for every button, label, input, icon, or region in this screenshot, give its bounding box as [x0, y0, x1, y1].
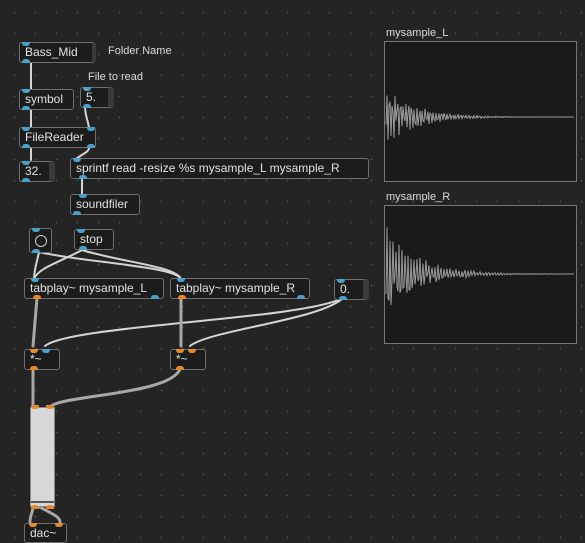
dac-object[interactable]: dac~ [24, 523, 67, 543]
inlet[interactable] [29, 523, 37, 527]
inlet[interactable] [31, 405, 39, 409]
gain-number-box[interactable]: 0. [334, 279, 369, 300]
inlet[interactable] [22, 89, 30, 93]
outlet[interactable] [83, 104, 91, 108]
folder-name-comment: Folder Name [108, 45, 172, 57]
cord-stop-tabplayL [33, 249, 83, 280]
outlet[interactable] [22, 178, 30, 182]
inlet[interactable] [177, 278, 185, 282]
inlet[interactable] [83, 87, 91, 91]
sprintf-text: sprintf read -resize %s mysample_L mysam… [76, 161, 340, 175]
inlet[interactable] [188, 349, 196, 353]
file-to-read-comment: File to read [88, 71, 144, 83]
filereader-text: FileReader [25, 130, 84, 144]
cord-slider-dac-l [28, 505, 35, 524]
array-right-title: mysample_R [386, 191, 451, 203]
sprintf-object[interactable]: sprintf read -resize %s mysample_L mysam… [70, 158, 369, 179]
count-number-text: 32. [25, 164, 42, 178]
outlet[interactable] [22, 59, 30, 63]
outlet[interactable] [79, 175, 87, 179]
outlet[interactable] [297, 295, 305, 299]
array-left-title: mysample_L [386, 27, 449, 39]
mult-left-object[interactable]: *~ [24, 349, 60, 370]
inlet[interactable] [73, 158, 81, 162]
cord-stop-tabplayR [81, 249, 182, 280]
inlet[interactable] [42, 349, 50, 353]
tabplay-right-text: tabplay~ mysample_R [176, 281, 296, 295]
outlet[interactable] [178, 295, 186, 299]
inlet[interactable] [176, 349, 184, 353]
array-right-waveform [385, 227, 575, 306]
cord-bang-tabplayL [33, 251, 40, 280]
outlet[interactable] [22, 144, 30, 148]
outlet[interactable] [79, 246, 87, 250]
bass-mid-text: Bass_Mid [25, 45, 78, 59]
inlet[interactable] [22, 127, 30, 131]
outlet[interactable] [87, 144, 95, 148]
filereader-object[interactable]: FileReader [19, 127, 96, 148]
tabplay-right-object[interactable]: tabplay~ mysample_R [170, 278, 310, 299]
cord-tabplayL-multL [31, 296, 39, 348]
outlet[interactable] [32, 249, 40, 253]
symbol-object[interactable]: symbol [19, 89, 74, 110]
inlet[interactable] [22, 161, 30, 165]
outlet[interactable] [46, 505, 54, 509]
soundfiler-text: soundfiler [76, 197, 129, 211]
inlet[interactable] [77, 229, 85, 233]
bang-circle-icon [35, 235, 47, 247]
inlet[interactable] [32, 228, 40, 232]
mult-right-text: *~ [176, 352, 188, 366]
outlet[interactable] [339, 296, 347, 300]
inlet[interactable] [31, 278, 39, 282]
bang-button[interactable] [29, 228, 52, 253]
count-number-box[interactable]: 32. [19, 161, 55, 182]
cord-bang-tabplayR [38, 251, 182, 280]
file-number-box[interactable]: 5. [80, 87, 114, 108]
inlet[interactable] [337, 279, 345, 283]
dac-text: dac~ [30, 526, 57, 540]
stop-text: stop [80, 232, 103, 246]
mult-right-object[interactable]: *~ [170, 349, 206, 370]
inlet[interactable] [87, 127, 95, 131]
array-left-graph[interactable] [384, 41, 577, 182]
outlet[interactable] [151, 295, 159, 299]
cord-gain-multR [189, 297, 344, 347]
cord-gain-multL [44, 297, 344, 347]
file-number-text: 5. [86, 90, 97, 104]
bass-mid-symbol-box[interactable]: Bass_Mid [19, 42, 96, 63]
outlet[interactable] [176, 366, 184, 370]
inlet[interactable] [30, 349, 38, 353]
cord-multR-slider [48, 367, 182, 409]
stop-message[interactable]: stop [74, 229, 114, 250]
volume-slider[interactable] [30, 405, 55, 509]
outlet[interactable] [22, 106, 30, 110]
outlet[interactable] [31, 505, 39, 509]
array-left-waveform [385, 95, 574, 140]
mult-left-text: *~ [30, 352, 42, 366]
inlet[interactable] [79, 194, 87, 198]
outlet[interactable] [73, 211, 81, 215]
tabplay-left-text: tabplay~ mysample_L [30, 281, 148, 295]
outlet[interactable] [30, 366, 38, 370]
soundfiler-object[interactable]: soundfiler [70, 194, 140, 215]
inlet[interactable] [22, 42, 30, 46]
cord-slider-dac-r [38, 505, 62, 524]
array-right-graph[interactable] [384, 205, 577, 344]
gain-number-text: 0. [340, 282, 351, 296]
inlet[interactable] [55, 523, 63, 527]
cord-file-filereader [84, 105, 90, 129]
inlet[interactable] [46, 405, 54, 409]
symbol-text: symbol [25, 92, 64, 106]
tabplay-left-object[interactable]: tabplay~ mysample_L [24, 278, 164, 299]
slider-knob[interactable] [31, 501, 54, 503]
outlet[interactable] [33, 295, 41, 299]
